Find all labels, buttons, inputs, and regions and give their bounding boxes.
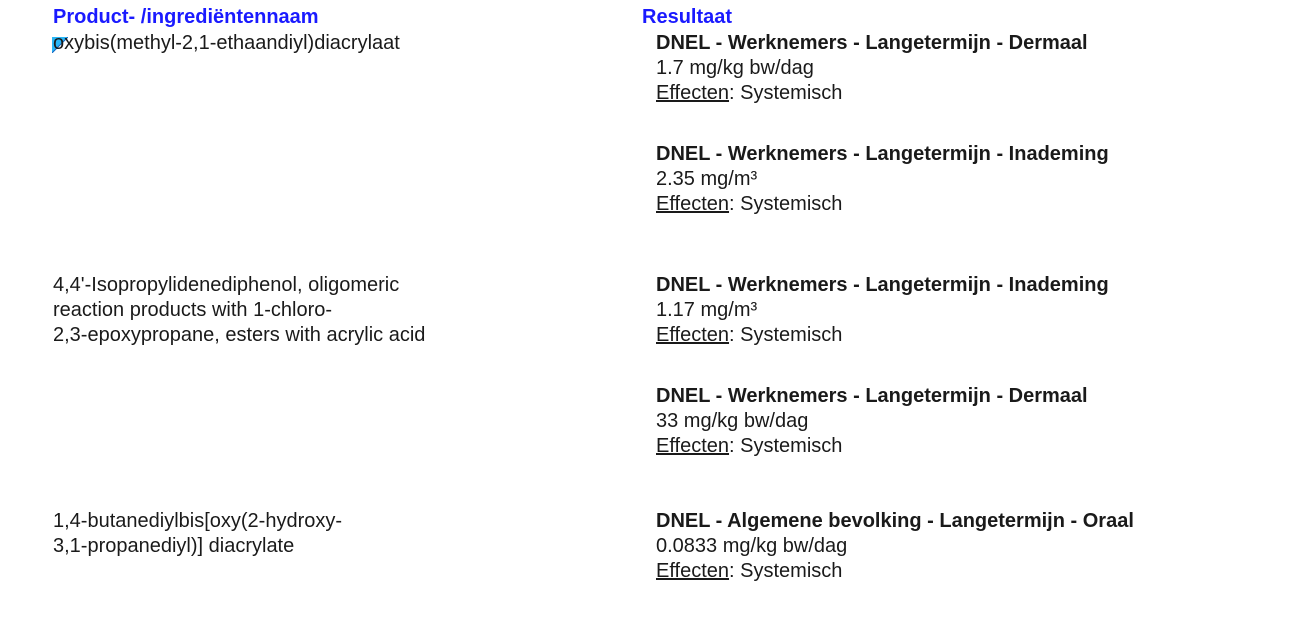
- result-entry: DNEL - Werknemers - Langetermijn - Derma…: [656, 384, 1286, 459]
- result-value: 1.17 mg/m³: [656, 299, 758, 321]
- result-effect: Effecten: Systemisch: [656, 323, 1286, 348]
- result-value: 1.7 mg/kg bw/dag: [656, 57, 814, 79]
- result-value: 2.35 mg/m³: [656, 168, 758, 190]
- ingredient-name: 4,4'-Isopropylidenediphenol, oligomeric …: [53, 273, 613, 348]
- effect-label: Effecten: [656, 560, 730, 582]
- result-effect: Effecten: Systemisch: [656, 434, 1286, 459]
- result-title: DNEL - Werknemers - Langetermijn - Inade…: [656, 143, 1109, 165]
- ingredient-name: oxybis(methyl-2,1-ethaandiyl)diacrylaat: [53, 32, 400, 54]
- result-effect: Effecten: Systemisch: [656, 559, 1286, 584]
- effect-value: : Systemisch: [729, 324, 843, 346]
- result-entry: DNEL - Werknemers - Langetermijn - Derma…: [656, 31, 1286, 106]
- result-value: 33 mg/kg bw/dag: [656, 410, 809, 432]
- effect-label: Effecten: [656, 435, 730, 457]
- result-title: DNEL - Werknemers - Langetermijn - Derma…: [656, 32, 1088, 54]
- result-entry: DNEL - Werknemers - Langetermijn - Inade…: [656, 142, 1286, 217]
- ingredient-name-line: 3,1-propanediyl)] diacrylate: [53, 535, 295, 557]
- result-effect: Effecten: Systemisch: [656, 192, 1286, 217]
- column-header-result: Resultaat: [642, 6, 733, 28]
- effect-value: : Systemisch: [729, 193, 843, 215]
- effect-value: : Systemisch: [729, 560, 843, 582]
- column-header-product: Product- /ingrediëntennaam: [53, 6, 319, 28]
- effect-value: : Systemisch: [729, 435, 843, 457]
- ingredient-name: 1,4-butanediylbis[oxy(2-hydroxy- 3,1-pro…: [53, 509, 613, 559]
- result-entry: DNEL - Werknemers - Langetermijn - Inade…: [656, 273, 1286, 348]
- result-title: DNEL - Werknemers - Langetermijn - Inade…: [656, 274, 1109, 296]
- effect-value: : Systemisch: [729, 82, 843, 104]
- effect-label: Effecten: [656, 324, 730, 346]
- ingredient-name-line: 4,4'-Isopropylidenediphenol, oligomeric: [53, 274, 400, 296]
- result-title: DNEL - Werknemers - Langetermijn - Derma…: [656, 385, 1088, 407]
- result-value: 0.0833 mg/kg bw/dag: [656, 535, 848, 557]
- effect-label: Effecten: [656, 193, 730, 215]
- ingredient-name-line: 2,3-epoxypropane, esters with acrylic ac…: [53, 324, 426, 346]
- result-effect: Effecten: Systemisch: [656, 81, 1286, 106]
- ingredient-name-line: reaction products with 1-chloro-: [53, 299, 333, 321]
- comment-marker-icon[interactable]: [52, 37, 68, 53]
- result-title: DNEL - Algemene bevolking - Langetermijn…: [656, 510, 1134, 532]
- ingredient-name-line: 1,4-butanediylbis[oxy(2-hydroxy-: [53, 510, 343, 532]
- effect-label: Effecten: [656, 82, 730, 104]
- result-entry: DNEL - Algemene bevolking - Langetermijn…: [656, 509, 1286, 584]
